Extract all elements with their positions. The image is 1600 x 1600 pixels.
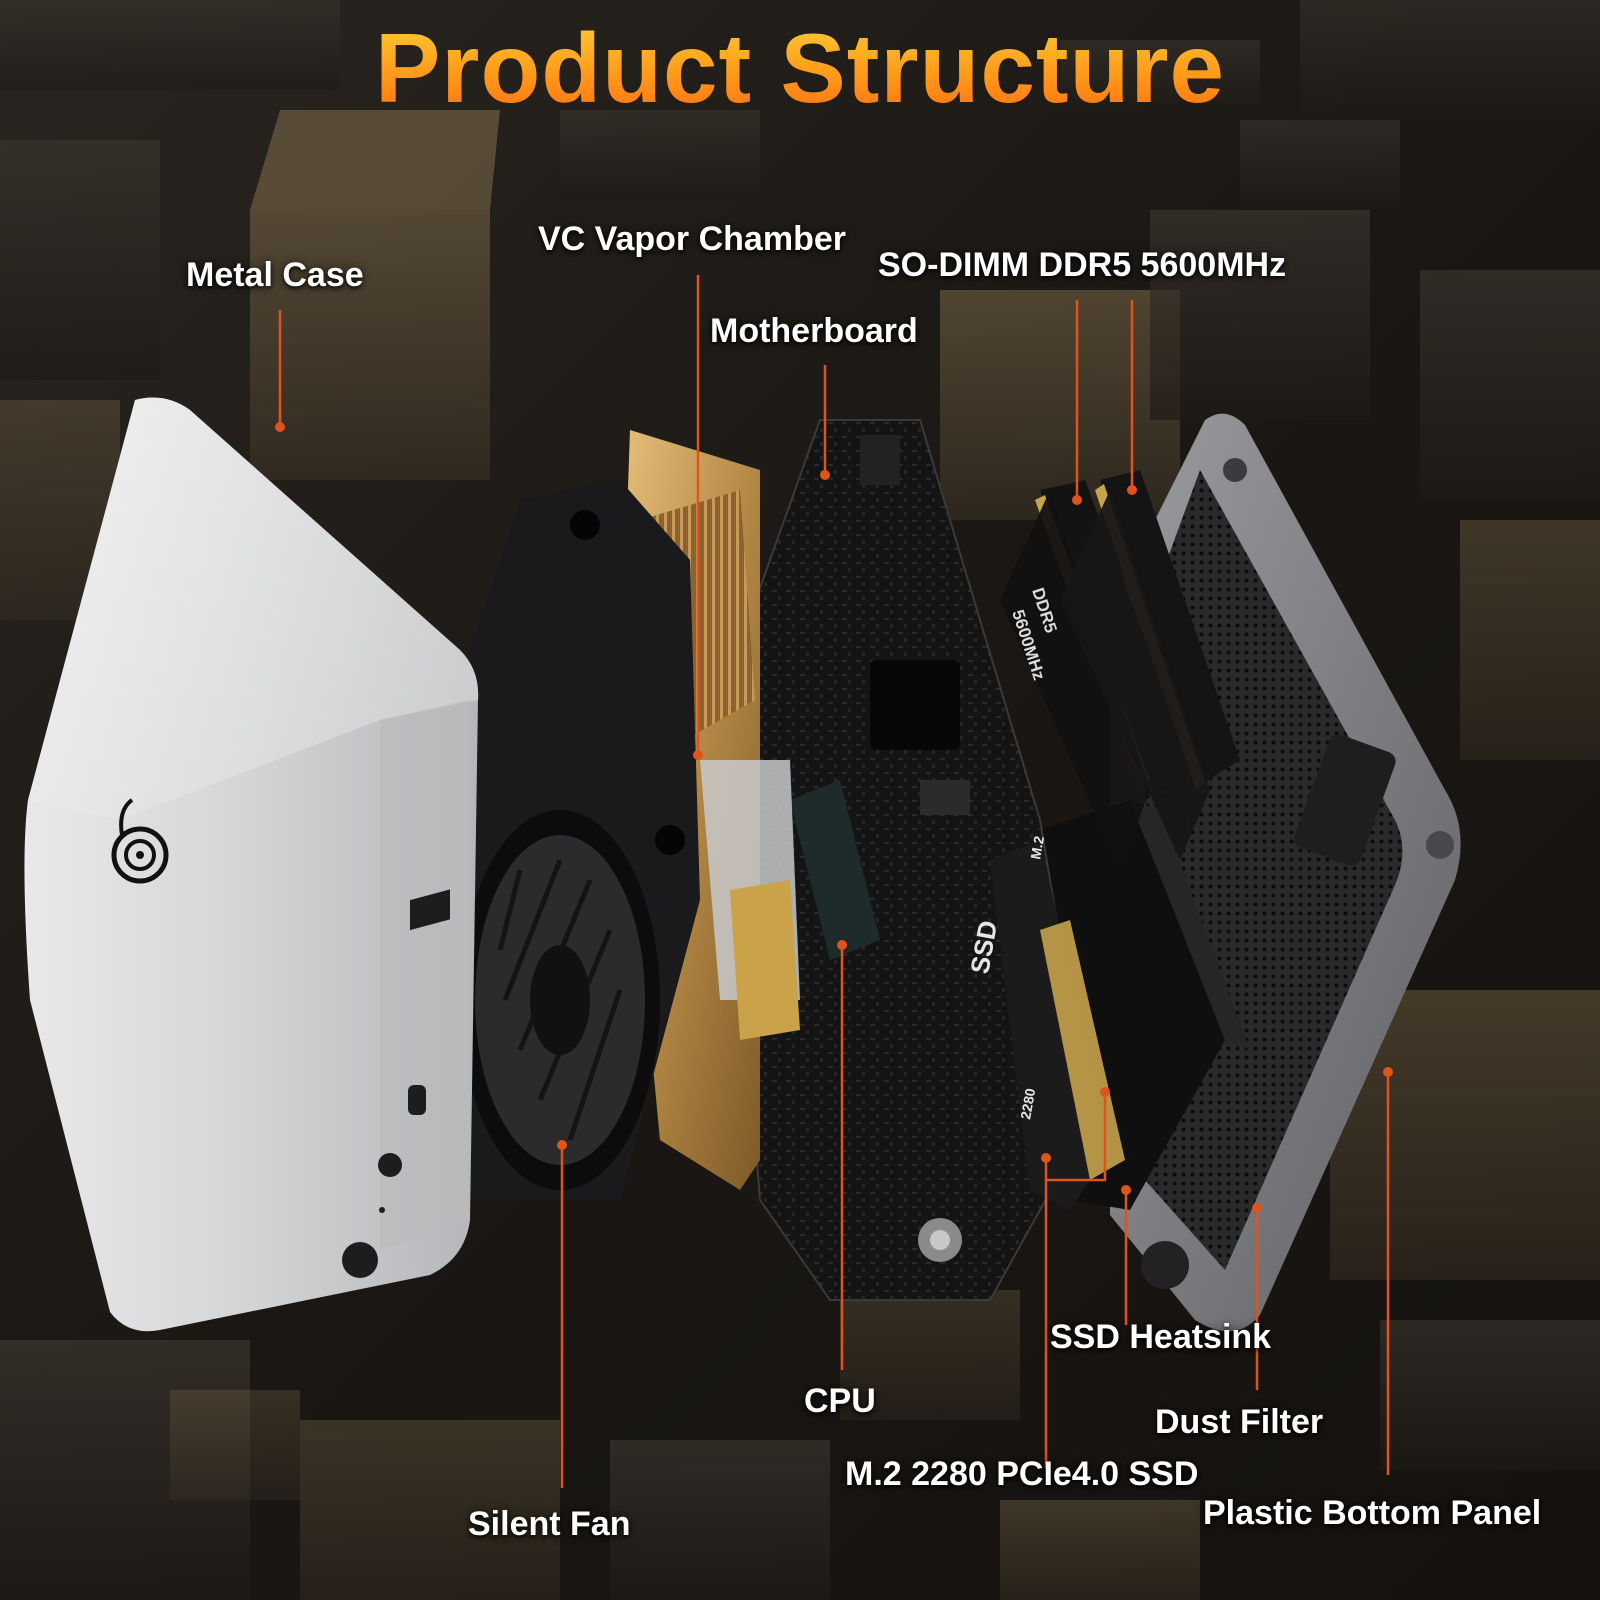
label-vc-vapor-chamber: VC Vapor Chamber	[538, 220, 846, 258]
silent-fan	[450, 480, 700, 1200]
leader-dots	[275, 422, 1393, 1213]
leader-lines	[278, 275, 1390, 1488]
ram-sticks: DDR5 5600MHz	[1000, 470, 1240, 870]
label-cpu: CPU	[804, 1382, 876, 1420]
case-logo-icon	[111, 798, 169, 884]
label-so-dimm-ddr5: SO-DIMM DDR5 5600MHz	[878, 246, 1287, 284]
label-dust-filter: Dust Filter	[1155, 1403, 1324, 1441]
m2-label-text: M.2	[1027, 835, 1047, 861]
label-metal-case: Metal Case	[186, 256, 364, 294]
ssd-size-text: 2280	[1017, 1087, 1038, 1121]
metal-case	[24, 397, 479, 1332]
label-m2-ssd: M.2 2280 PCIe4.0 SSD	[845, 1455, 1199, 1493]
page-title: Product Structure	[0, 12, 1600, 125]
label-motherboard: Motherboard	[710, 312, 918, 350]
label-plastic-bottom-panel: Plastic Bottom Panel	[1203, 1494, 1542, 1532]
label-ssd-heatsink: SSD Heatsink	[1050, 1318, 1272, 1356]
label-silent-fan: Silent Fan	[468, 1505, 631, 1543]
